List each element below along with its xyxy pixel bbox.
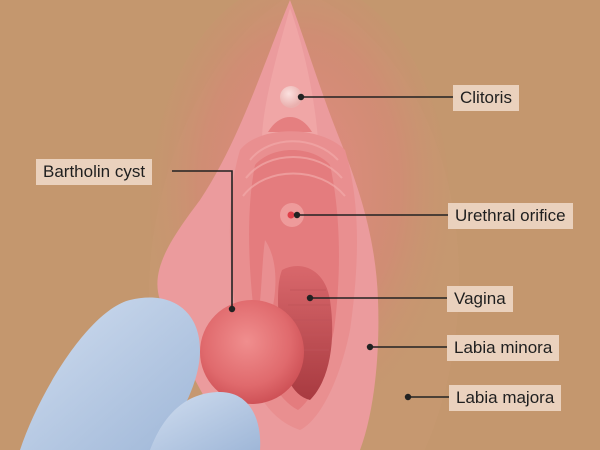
hymenal-fold (258, 240, 276, 320)
label-labia-majora: Labia majora (449, 385, 562, 411)
label-bartholin-cyst: Bartholin cyst (36, 159, 153, 185)
clitoral-hood (262, 8, 318, 140)
leader-lines (172, 96, 455, 398)
mucosa-folds (242, 140, 346, 197)
glove-finger-1 (20, 297, 200, 450)
label-clitoris: Clitoris (453, 85, 519, 111)
label-vagina: Vagina (447, 286, 513, 312)
urethral-orifice-shape (287, 211, 295, 219)
leader-dots (228, 93, 412, 401)
glove-finger-2 (150, 392, 261, 450)
label-urethral-orifice: Urethral orifice (448, 203, 573, 229)
hood-shadow (268, 117, 312, 132)
clitoris-shape (280, 86, 302, 108)
label-labia-minora: Labia minora (447, 335, 560, 361)
bartholin-cyst-shape (200, 300, 304, 404)
